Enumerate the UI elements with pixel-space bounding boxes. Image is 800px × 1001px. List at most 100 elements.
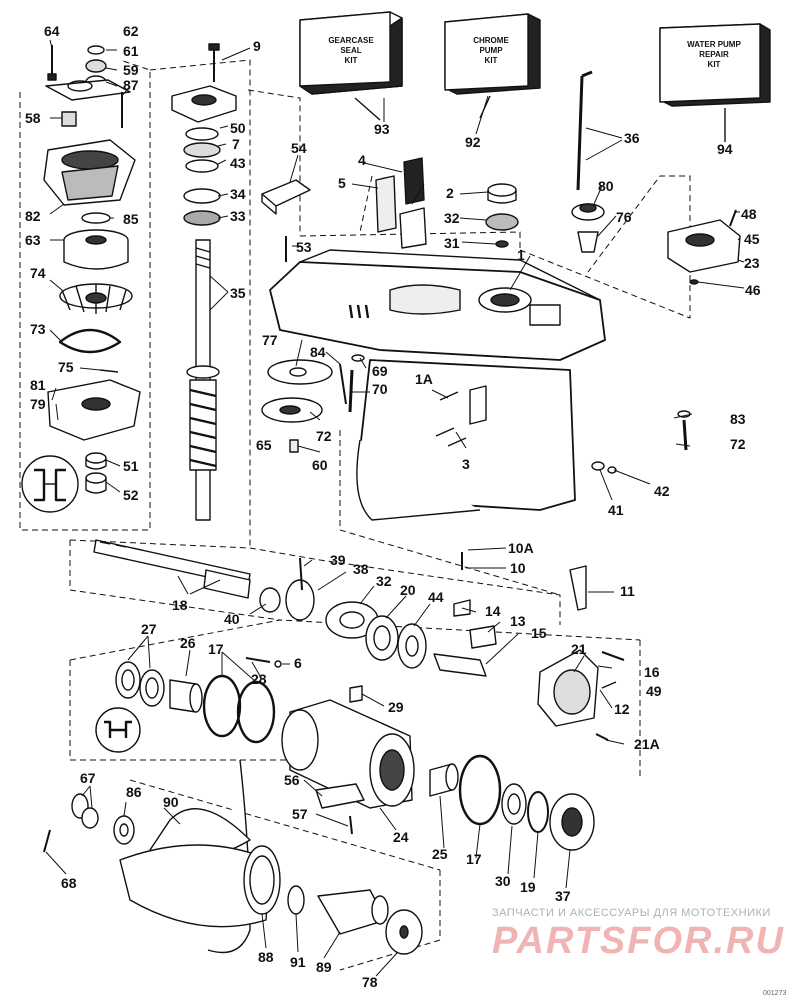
callout-31: 31 [444, 235, 460, 251]
callout-80: 80 [598, 178, 614, 194]
callout-4: 4 [358, 152, 366, 168]
callout-7: 7 [232, 136, 240, 152]
callout-40: 40 [224, 611, 240, 627]
callout-6: 6 [294, 655, 302, 671]
callout-46: 46 [745, 282, 761, 298]
callout-25: 25 [432, 846, 448, 862]
callout-58: 58 [25, 110, 41, 126]
callout-54: 54 [291, 140, 307, 156]
callout-19: 19 [520, 879, 536, 895]
callout-17-upper: 17 [208, 641, 224, 657]
callout-23: 23 [744, 255, 760, 271]
callout-69: 69 [372, 363, 388, 379]
callout-2: 2 [446, 185, 454, 201]
callout-3: 3 [462, 456, 470, 472]
callout-37: 37 [555, 888, 571, 904]
callout-79: 79 [30, 396, 46, 412]
callout-59: 59 [123, 62, 139, 78]
mid-parts [261, 179, 691, 474]
callout-62: 62 [123, 23, 139, 39]
callout-48: 48 [741, 206, 757, 222]
gear-housing-carrier [281, 699, 415, 835]
callout-30: 30 [495, 873, 511, 889]
water-pump-housing-assembly [21, 45, 141, 513]
callout-92: 92 [465, 134, 481, 150]
callout-20: 20 [400, 582, 416, 598]
callout-21A: 21A [634, 736, 660, 752]
callout-83: 83 [730, 411, 746, 427]
callout-53: 53 [296, 239, 312, 255]
callout-32-upper: 32 [444, 210, 460, 226]
callout-1A: 1A [415, 371, 433, 387]
callout-44: 44 [428, 589, 444, 605]
kit-box-chrome-pump [444, 13, 541, 119]
callout-77: 77 [262, 332, 278, 348]
callout-24: 24 [393, 829, 409, 845]
callout-41: 41 [608, 502, 624, 518]
callout-12: 12 [614, 701, 630, 717]
callout-42: 42 [654, 483, 670, 499]
callout-74: 74 [30, 265, 46, 281]
callout-34: 34 [230, 186, 246, 202]
callout-52: 52 [123, 487, 139, 503]
callout-51: 51 [123, 458, 139, 474]
callout-75: 75 [58, 359, 74, 375]
callout-14: 14 [485, 603, 501, 619]
callout-87: 87 [123, 77, 139, 93]
callout-81: 81 [30, 377, 46, 393]
watermark-logo: PARTSFOR.RU [492, 920, 785, 962]
callout-93: 93 [374, 121, 390, 137]
callout-86: 86 [126, 784, 142, 800]
callout-10: 10 [510, 560, 526, 576]
callout-45: 45 [744, 231, 760, 247]
pump-cover-assembly [667, 209, 741, 285]
callout-49: 49 [646, 683, 662, 699]
callout-35: 35 [230, 285, 246, 301]
callout-32-lower: 32 [376, 573, 392, 589]
callout-70: 70 [372, 381, 388, 397]
callout-57: 57 [292, 806, 308, 822]
kit-label-gearcase-seal: GEARCASE SEAL KIT [328, 36, 374, 65]
callout-94: 94 [717, 141, 733, 157]
callout-61: 61 [123, 43, 139, 59]
forward-gear-parts [429, 754, 595, 851]
callout-73: 73 [30, 321, 46, 337]
callout-11: 11 [620, 583, 635, 599]
propeller-shaft-assembly [93, 539, 587, 677]
callout-72-right: 72 [730, 436, 746, 452]
callout-38: 38 [353, 561, 369, 577]
shaft-seals-and-rings [95, 657, 363, 753]
callout-65: 65 [256, 437, 272, 453]
kit-label-chrome-pump: CHROME PUMP KIT [473, 36, 509, 65]
callout-91: 91 [290, 954, 306, 970]
callout-88: 88 [258, 949, 274, 965]
callout-68: 68 [61, 875, 77, 891]
callout-76: 76 [616, 209, 632, 225]
watermark-caption: ЗАПЧАСТИ И АКСЕССУАРЫ ДЛЯ МОТОТЕХНИКИ [492, 907, 771, 919]
callout-26: 26 [180, 635, 196, 651]
callout-85: 85 [123, 211, 139, 227]
kit-label-water-pump-repair: WATER PUMP REPAIR KIT [687, 40, 741, 69]
callout-36: 36 [624, 130, 640, 146]
gearcase-housing [269, 249, 606, 521]
callout-33: 33 [230, 208, 246, 224]
callout-39: 39 [330, 552, 346, 568]
callout-67: 67 [80, 770, 96, 786]
leader-lines [45, 39, 745, 977]
callout-56: 56 [284, 772, 300, 788]
callout-16: 16 [644, 664, 660, 680]
callout-82: 82 [25, 208, 41, 224]
drawing-number: 001273 [763, 990, 787, 997]
callout-64: 64 [44, 23, 60, 39]
callout-29: 29 [388, 699, 404, 715]
callout-78: 78 [362, 974, 378, 990]
callout-72-left: 72 [316, 428, 332, 444]
callout-5: 5 [338, 175, 346, 191]
callout-9: 9 [253, 38, 261, 54]
callout-84: 84 [310, 344, 326, 360]
drive-shaft-assembly [171, 43, 237, 521]
callout-43: 43 [230, 155, 246, 171]
bearing-carrier-assembly [537, 649, 625, 741]
